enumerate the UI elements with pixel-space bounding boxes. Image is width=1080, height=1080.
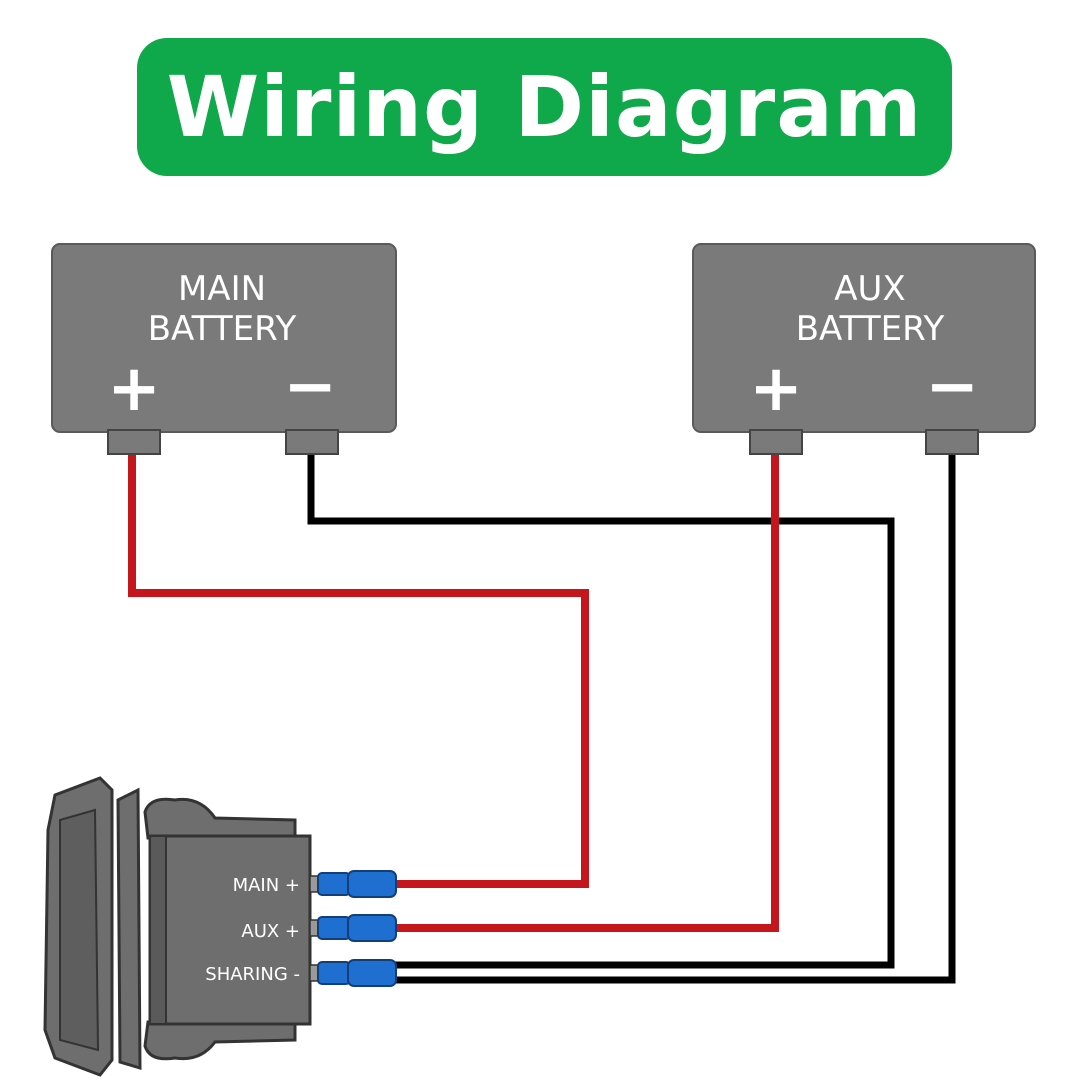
aux-battery-label-line2: BATTERY <box>796 309 945 349</box>
aux-battery-positive-terminal <box>749 429 803 455</box>
connector-sharing-negative <box>309 959 397 987</box>
aux-battery-body <box>692 243 1036 433</box>
aux-battery: AUX BATTERY + − <box>692 243 1036 455</box>
switch-clip-top <box>143 797 297 840</box>
switch-clip-bottom <box>143 1020 297 1061</box>
terminal-label-sharing-negative: SHARING - <box>205 964 300 985</box>
terminal-label-main-positive: MAIN + <box>233 875 300 896</box>
aux-battery-minus-sign: − <box>925 350 979 424</box>
title-banner: Wiring Diagram <box>137 38 952 176</box>
main-battery-label-line1: MAIN <box>178 269 266 309</box>
terminal-label-aux-positive: AUX + <box>241 921 300 942</box>
switch-flange <box>116 787 142 1071</box>
main-battery-positive-terminal <box>107 429 161 455</box>
main-battery-body <box>51 243 397 433</box>
aux-battery-label-line1: AUX <box>834 269 905 309</box>
rocker-switch: MAIN + AUX + SHARING - <box>43 776 312 1077</box>
connector-main-positive <box>309 870 397 898</box>
main-battery-minus-sign: − <box>283 350 337 424</box>
main-battery-label-line2: BATTERY <box>148 309 297 349</box>
connectors <box>309 870 397 987</box>
connector-aux-positive <box>309 914 397 942</box>
aux-battery-negative-terminal <box>925 429 979 455</box>
wires <box>128 455 956 984</box>
wire-main-positive <box>128 455 589 888</box>
wire-aux-negative <box>395 455 956 984</box>
main-battery-plus-sign: + <box>107 352 161 426</box>
main-battery: MAIN BATTERY + − <box>51 243 397 455</box>
page-title: Wiring Diagram <box>166 58 923 156</box>
main-battery-negative-terminal <box>285 429 339 455</box>
wire-main-negative <box>307 455 895 969</box>
rocker-face-inner <box>59 808 100 1052</box>
aux-battery-plus-sign: + <box>749 352 803 426</box>
wire-aux-positive <box>395 455 779 932</box>
switch-housing-side <box>149 835 167 1025</box>
